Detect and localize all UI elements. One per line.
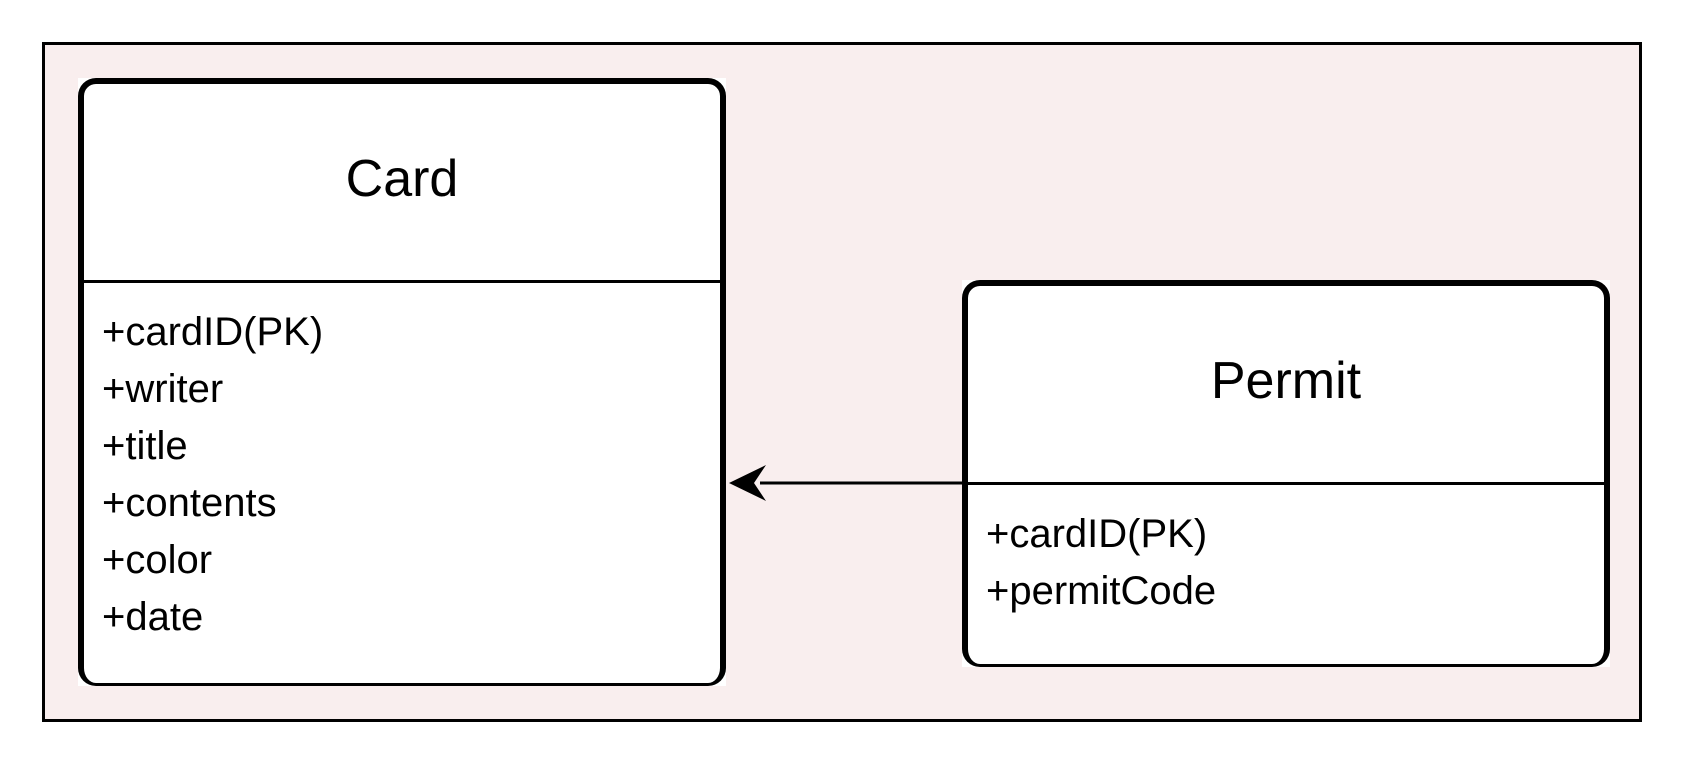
attribute-list: +cardID(PK) +permitCode — [986, 506, 1600, 620]
attribute-item: +writer — [102, 367, 224, 411]
attribute-item: +cardID(PK) — [986, 512, 1208, 556]
entity-card[interactable]: Card +cardID(PK) +writer +title +content… — [78, 78, 726, 686]
attribute-item: +color — [102, 538, 213, 582]
attribute-item: +title — [102, 424, 188, 468]
entity-divider — [78, 280, 726, 283]
entity-title: Permit — [1210, 352, 1362, 410]
entity-divider — [962, 482, 1610, 485]
entity-title: Card — [345, 150, 459, 208]
attribute-list: +cardID(PK) +writer +title +contents +co… — [102, 304, 716, 646]
attribute-item: +date — [102, 595, 204, 639]
attribute-item: +cardID(PK) — [102, 310, 324, 354]
entity-permit[interactable]: Permit +cardID(PK) +permitCode — [962, 280, 1610, 667]
attribute-item: +contents — [102, 481, 277, 525]
attribute-item: +permitCode — [986, 569, 1217, 613]
